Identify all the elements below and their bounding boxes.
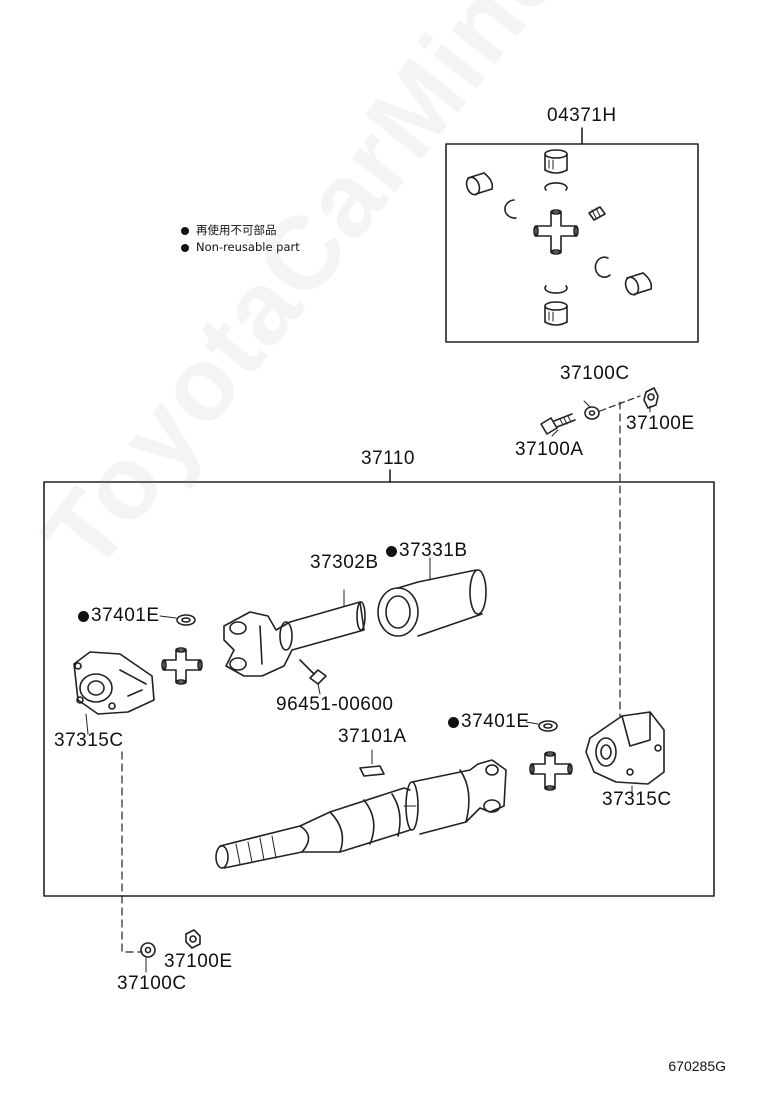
legend-ja-text: 再使用不可部品	[196, 223, 277, 237]
legend-row-ja: 再使用不可部品	[181, 222, 300, 239]
label-37100A[interactable]: 37100A	[515, 439, 584, 460]
nut-37100E-top-icon	[643, 387, 659, 409]
nut-37100E-bottom-icon	[185, 929, 201, 949]
washer-37100C-bottom-icon	[140, 942, 156, 973]
flange-yoke-37315C-left-icon	[73, 651, 155, 735]
label-04371H[interactable]: 04371H	[547, 105, 617, 126]
bolt-37100A-icon	[540, 413, 576, 435]
label-37302B[interactable]: 37302B	[310, 552, 379, 573]
non-reusable-dot-icon	[386, 546, 397, 557]
label-37401E-left-text: 37401E	[91, 605, 160, 626]
assembly-37110-box	[43, 481, 715, 897]
snap-ring-37401E-left-icon	[159, 614, 196, 626]
main-shaft-icon	[215, 759, 507, 869]
label-37401E-right-text: 37401E	[461, 711, 530, 732]
kit-snap-ring-right-icon	[594, 256, 611, 278]
diagram-code: 670285G	[668, 1058, 726, 1074]
kit-bearing-cup-bottom-icon	[544, 301, 568, 326]
legend-row-en: Non-reusable part	[181, 239, 300, 256]
label-37101A[interactable]: 37101A	[338, 726, 407, 747]
grease-fitting-96451-icon	[299, 659, 327, 695]
dust-boot-37331B-icon	[377, 557, 487, 637]
label-37110[interactable]: 37110	[361, 448, 415, 469]
washer-37100C-top-icon	[584, 406, 600, 420]
legend-en-text: Non-reusable part	[196, 240, 300, 254]
flange-yoke-37315C-right-icon	[585, 711, 665, 795]
label-37100C-bottom[interactable]: 37100C	[117, 973, 187, 994]
label-96451-00600[interactable]: 96451-00600	[276, 694, 394, 715]
snap-ring-37401E-right-icon	[525, 720, 558, 732]
non-reusable-dot-icon	[181, 226, 189, 235]
label-37315C-left[interactable]: 37315C	[54, 730, 124, 751]
left-flange-dashed-line	[121, 751, 143, 953]
label-37315C-right[interactable]: 37315C	[602, 789, 672, 810]
kit-bearing-cup-right-icon	[624, 272, 653, 296]
kit-bearing-cup-top-icon	[544, 149, 568, 174]
slip-yoke-37302B-icon	[223, 589, 366, 677]
kit-bearing-cup-left-icon	[465, 172, 494, 196]
label-37100E-top[interactable]: 37100E	[626, 413, 695, 434]
label-37401E-left[interactable]: 37401E	[78, 606, 160, 626]
kit-spider-icon	[533, 209, 579, 255]
spider-right-icon	[529, 751, 573, 791]
label-37331B[interactable]: 37331B	[386, 541, 468, 561]
non-reusable-dot-icon	[78, 611, 89, 622]
legend: 再使用不可部品 Non-reusable part	[181, 222, 300, 256]
label-37401E-right[interactable]: 37401E	[448, 712, 530, 732]
spider-left-icon	[161, 647, 203, 685]
label-37100E-bottom[interactable]: 37100E	[164, 951, 233, 972]
label-37100C-top[interactable]: 37100C	[560, 363, 630, 384]
kit-snap-ring-left-icon	[504, 199, 517, 219]
non-reusable-dot-icon	[448, 717, 459, 728]
label-37331B-text: 37331B	[399, 540, 468, 561]
non-reusable-dot-icon	[181, 243, 189, 252]
key-37101A-icon	[359, 749, 385, 777]
kit-snap-ring-bottom-icon	[544, 285, 568, 294]
kit-04371H-box	[445, 143, 699, 343]
kit-grease-fitting-icon	[588, 206, 606, 221]
kit-snap-ring-top-icon	[544, 182, 568, 191]
